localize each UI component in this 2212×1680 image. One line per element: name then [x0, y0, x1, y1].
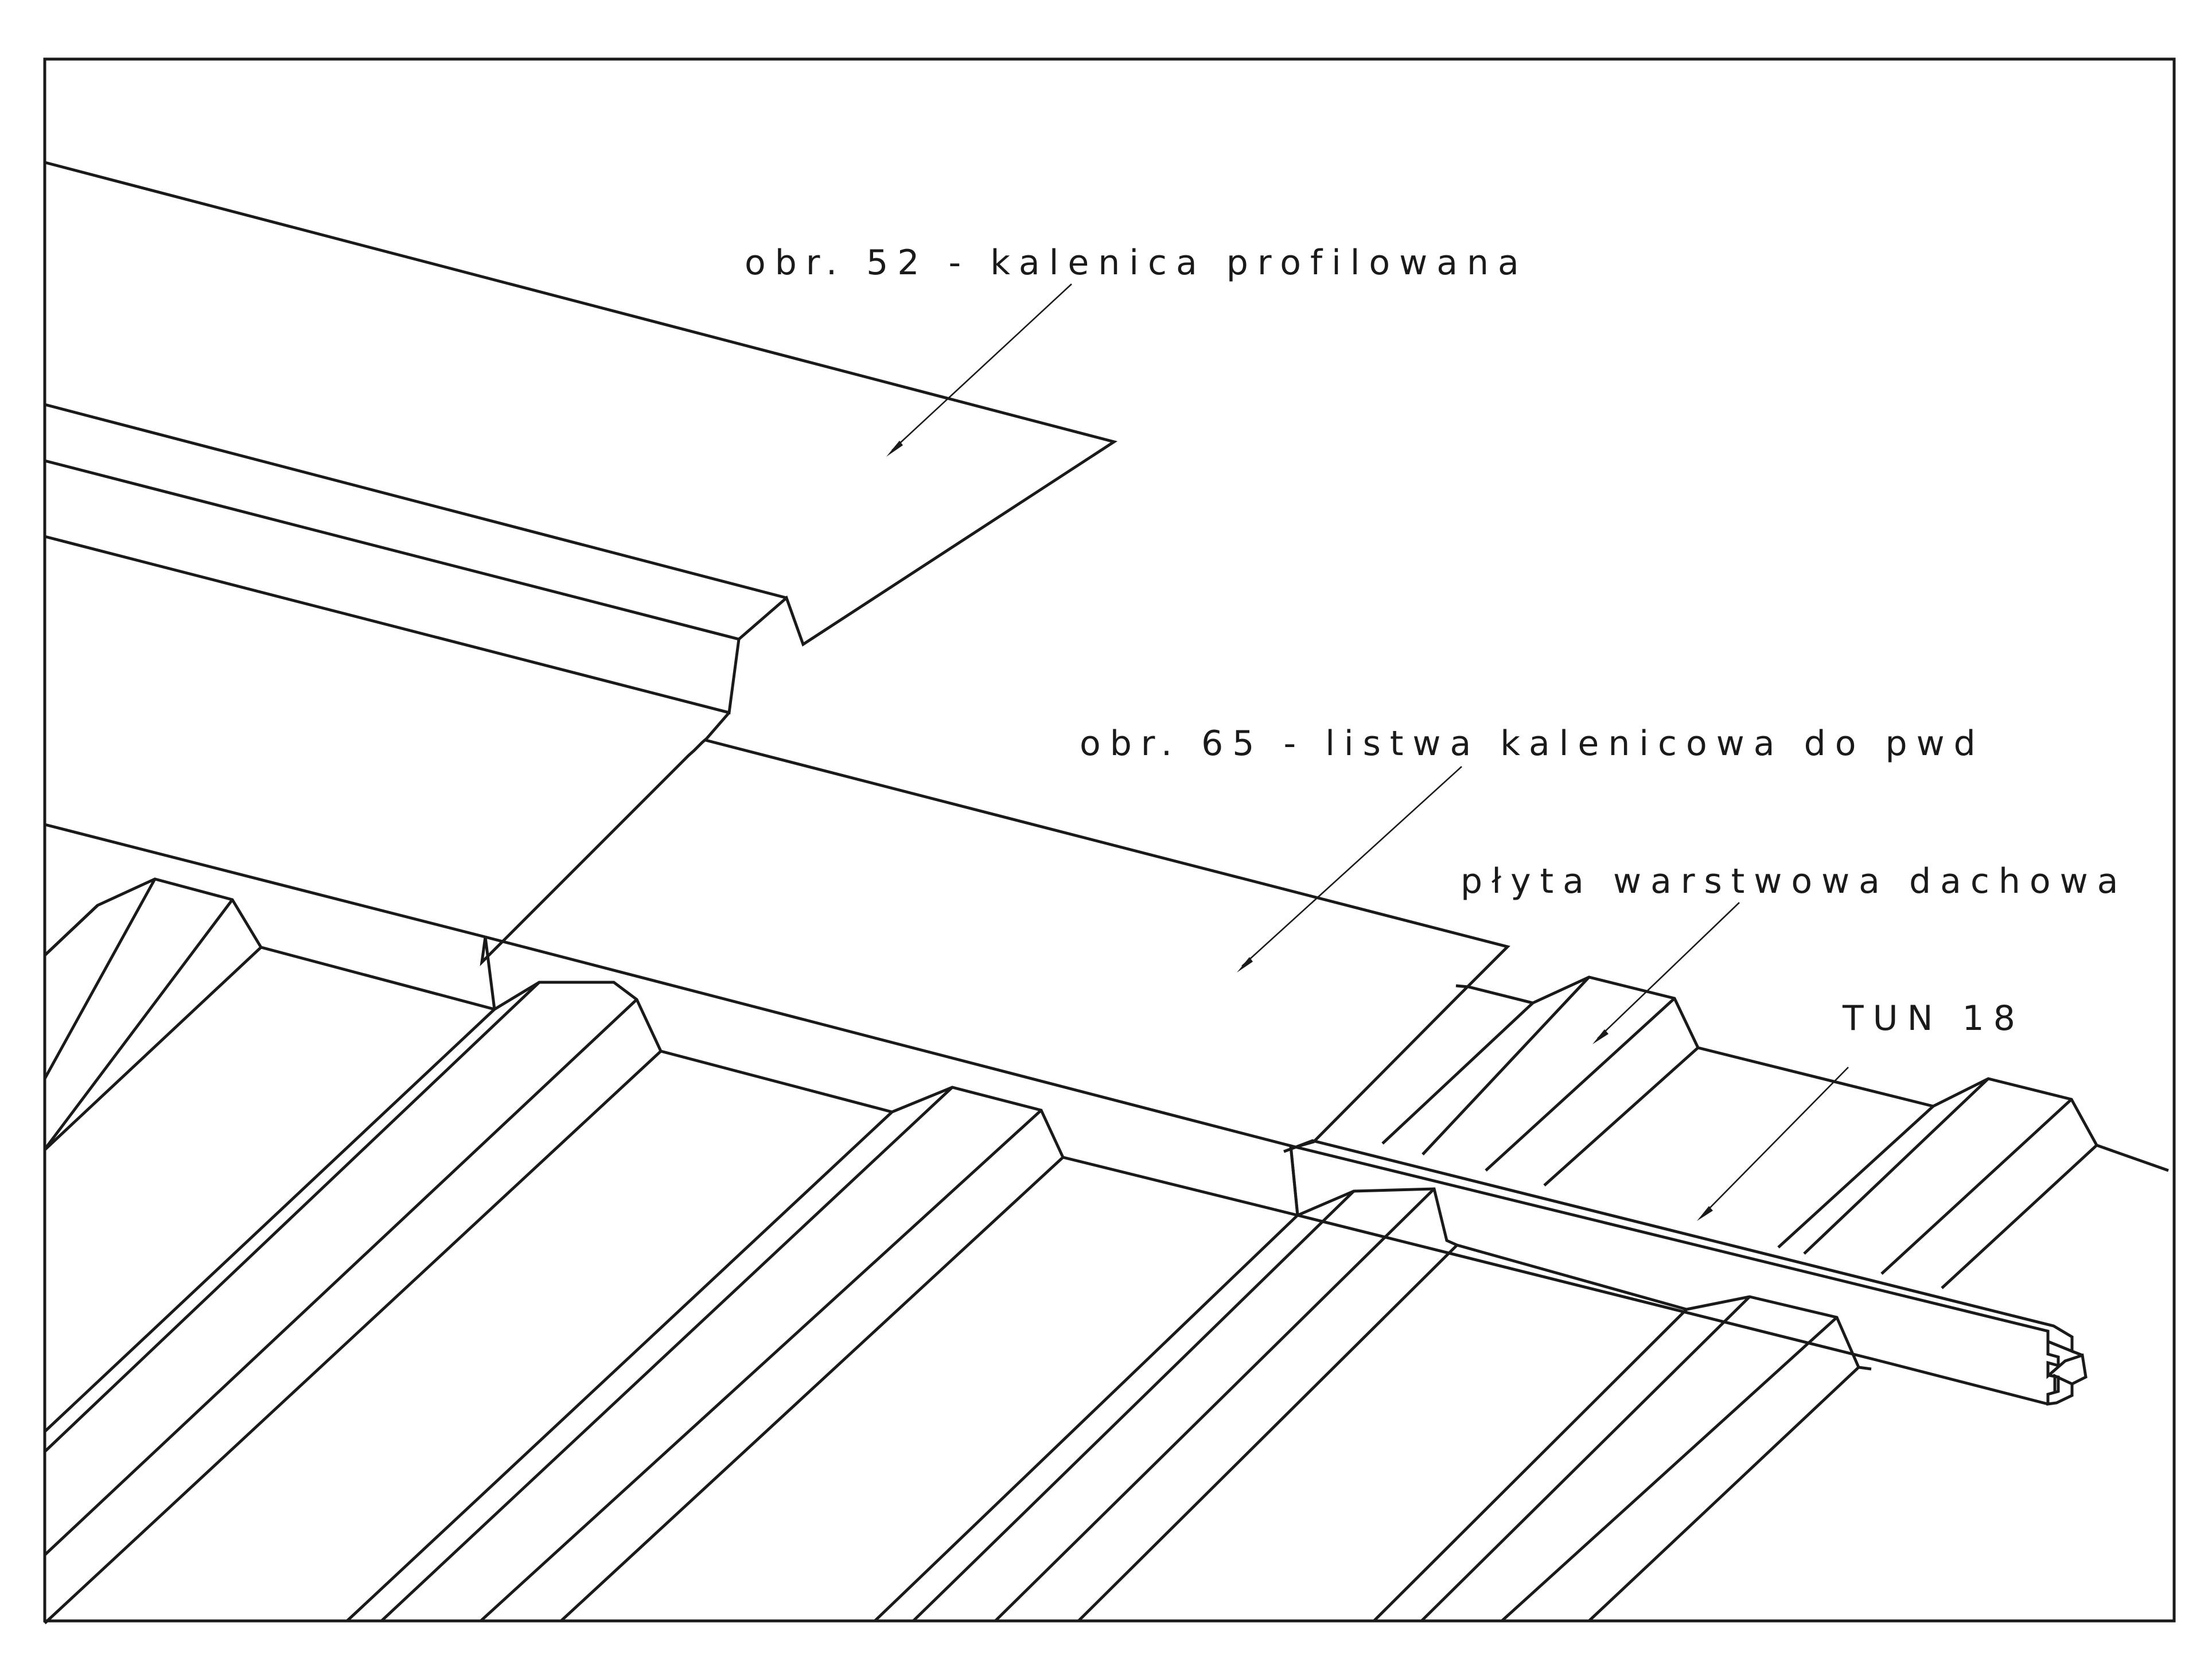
leader-plyta	[1592, 902, 1740, 1044]
label-tun-18: TUN 18	[1842, 998, 2024, 1039]
drawing-frame	[43, 57, 2176, 1623]
label-kalenica-profilowana: obr. 52 - kalenica profilowana	[745, 243, 1528, 283]
tun-18-batten	[1289, 1139, 2088, 1406]
label-listwa-kalenicowa: obr. 65 - listwa kalenicowa do pwd	[1080, 724, 1985, 764]
leader-listwa	[1237, 766, 1462, 973]
leader-kalenica	[886, 283, 1072, 457]
ridge-strip	[44, 711, 1510, 1216]
sandwich-roof-panel	[43, 877, 2169, 1624]
label-plyta-warstwowa: płyta warstwowa dachowa	[1461, 861, 2127, 901]
leader-tun	[1697, 1067, 1849, 1221]
